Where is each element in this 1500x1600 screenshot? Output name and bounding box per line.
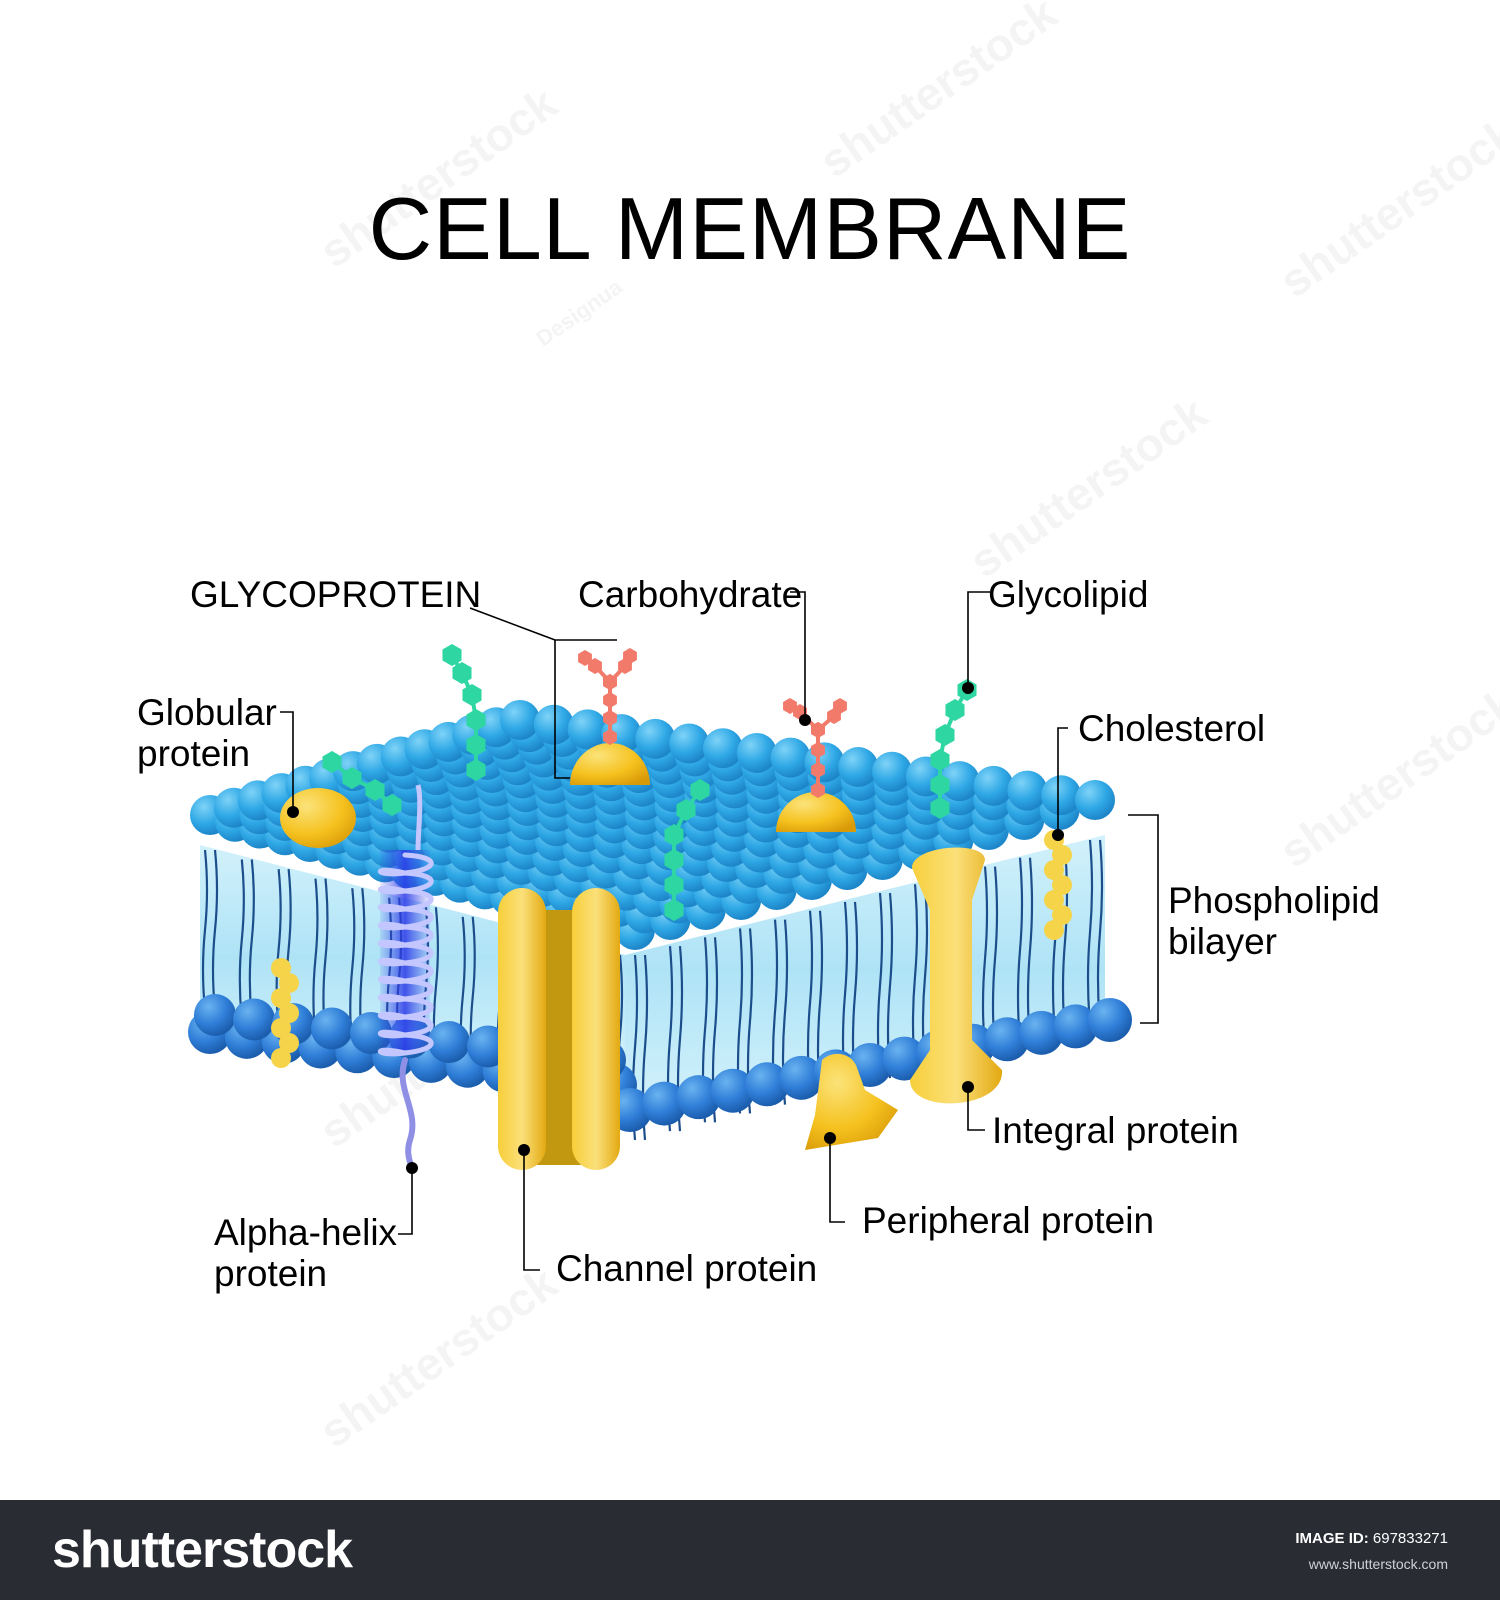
label-line: Alpha-helix [214, 1212, 398, 1253]
alpha-helix-tail [399, 1057, 416, 1173]
label-line: protein [214, 1253, 328, 1294]
channel-protein [498, 888, 620, 1170]
cholesterol-molecule [1044, 830, 1072, 940]
footer-bar [0, 1500, 1500, 1600]
carbohydrate-chains [322, 644, 977, 921]
image-id: IMAGE ID: 697833271 [1295, 1530, 1448, 1547]
label-carbohydrate: Carbohydrate [578, 574, 803, 615]
label-line: Globular [137, 692, 277, 733]
cholesterol-molecule [271, 958, 299, 1068]
label-channel-protein: Channel protein [556, 1248, 818, 1289]
label-alpha-helix-protein: Alpha-helix protein [214, 1212, 397, 1294]
globular-protein [280, 788, 356, 848]
peripheral-protein [805, 1053, 898, 1150]
image-id-value: 697833271 [1372, 1530, 1448, 1547]
alpha-helix-top-strand [415, 784, 423, 851]
pointer-dot-icon [287, 682, 1064, 1174]
label-phospholipid-bilayer: Phospholipid bilayer [1168, 880, 1380, 962]
label-peripheral-protein: Peripheral protein [862, 1200, 1155, 1241]
label-cholesterol: Cholesterol [1078, 708, 1266, 749]
glycoprotein-dome [776, 792, 856, 832]
label-glycolipid: Glycolipid [988, 574, 1149, 615]
label-integral-protein: Integral protein [992, 1110, 1239, 1151]
membrane-diagram [188, 591, 1159, 1271]
site-url: www.shutterstock.com [1308, 1556, 1448, 1572]
label-globular-protein: Globular protein [137, 692, 277, 774]
integral-protein [910, 847, 1003, 1104]
page-title: CELL MEMBRANE [368, 179, 1132, 278]
label-line: Phospholipid [1168, 880, 1380, 921]
glycoprotein-dome [570, 743, 650, 785]
image-id-label: IMAGE ID: [1295, 1530, 1369, 1547]
alpha-helix-coil [378, 852, 434, 1057]
label-line: protein [137, 733, 251, 774]
shutterstock-logo: shutterstock [52, 1521, 353, 1579]
leader-lines [280, 591, 1159, 1271]
label-glycoprotein: GLYCOPROTEIN [190, 574, 482, 615]
label-line: bilayer [1168, 921, 1277, 962]
